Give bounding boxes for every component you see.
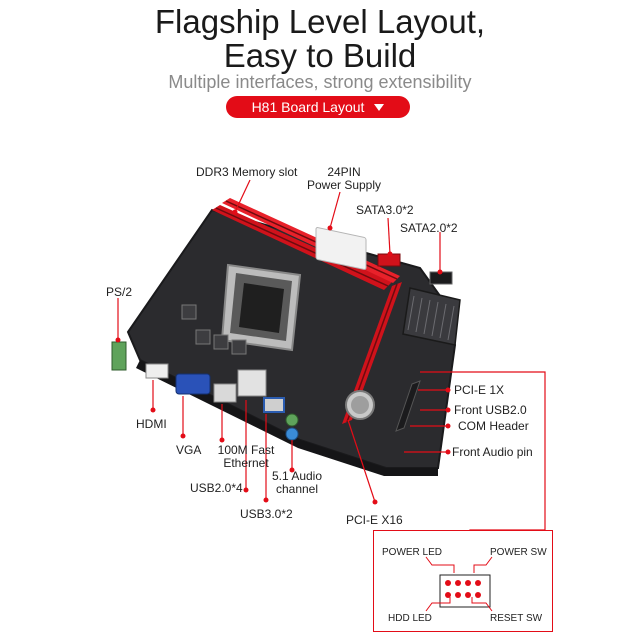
vga-port bbox=[175, 373, 211, 395]
label-pcie-x16: PCI-E X16 bbox=[346, 513, 403, 527]
page-subtitle: Multiple interfaces, strong extensibilit… bbox=[168, 72, 472, 92]
pin-header-graphic bbox=[425, 556, 493, 612]
ps2-port bbox=[111, 341, 127, 371]
usb2-rear-ports bbox=[213, 383, 237, 403]
label-ethernet-line2: Ethernet bbox=[223, 456, 269, 470]
pcie-x1-slot bbox=[395, 380, 421, 432]
badge-label: H81 Board Layout bbox=[251, 99, 365, 115]
front-panel-pin-diagram: POWER LED POWER SW HDD LED RESET SW bbox=[373, 530, 553, 632]
pin-label-reset-sw: RESET SW bbox=[490, 613, 543, 624]
label-24pin-line1: 24PIN bbox=[327, 165, 361, 179]
label-usb2: USB2.0*4 bbox=[190, 481, 243, 495]
ethernet-port bbox=[237, 369, 267, 397]
hdmi-port bbox=[145, 363, 169, 379]
label-audio-line1: 5.1 Audio bbox=[271, 469, 323, 483]
page-title-line2: Easy to Build bbox=[223, 37, 417, 74]
board-layout-badge[interactable]: H81 Board Layout bbox=[226, 96, 410, 118]
label-24pin-line2: Power Supply bbox=[306, 178, 382, 192]
pin-label-power-led: POWER LED bbox=[382, 547, 443, 558]
label-vga: VGA bbox=[176, 443, 202, 457]
usb3-ports bbox=[263, 397, 285, 413]
pin-label-hdd-led: HDD LED bbox=[388, 613, 432, 624]
label-audio-line2: channel bbox=[275, 482, 319, 496]
label-com-header: COM Header bbox=[458, 419, 529, 433]
dropdown-triangle-icon bbox=[374, 103, 385, 111]
page-title-line1: Flagship Level Layout, bbox=[154, 3, 486, 40]
label-pcie-1x: PCI-E 1X bbox=[454, 383, 505, 397]
label-hdmi: HDMI bbox=[136, 417, 167, 431]
power-24pin-connector bbox=[315, 227, 367, 270]
label-sata3: SATA3.0*2 bbox=[356, 203, 414, 217]
audio-jacks bbox=[285, 427, 299, 441]
label-front-usb: Front USB2.0 bbox=[454, 403, 527, 417]
label-front-audio: Front Audio pin bbox=[452, 445, 533, 459]
label-ethernet-line1: 100M Fast bbox=[217, 443, 275, 457]
label-usb3: USB3.0*2 bbox=[240, 507, 293, 521]
pin-label-power-sw: POWER SW bbox=[490, 547, 547, 558]
label-sata2: SATA2.0*2 bbox=[400, 221, 458, 235]
label-ps2: PS/2 bbox=[106, 285, 133, 299]
chipset-heatsink bbox=[402, 287, 461, 346]
label-ddr3-memory-slot: DDR3 Memory slot bbox=[196, 165, 298, 179]
